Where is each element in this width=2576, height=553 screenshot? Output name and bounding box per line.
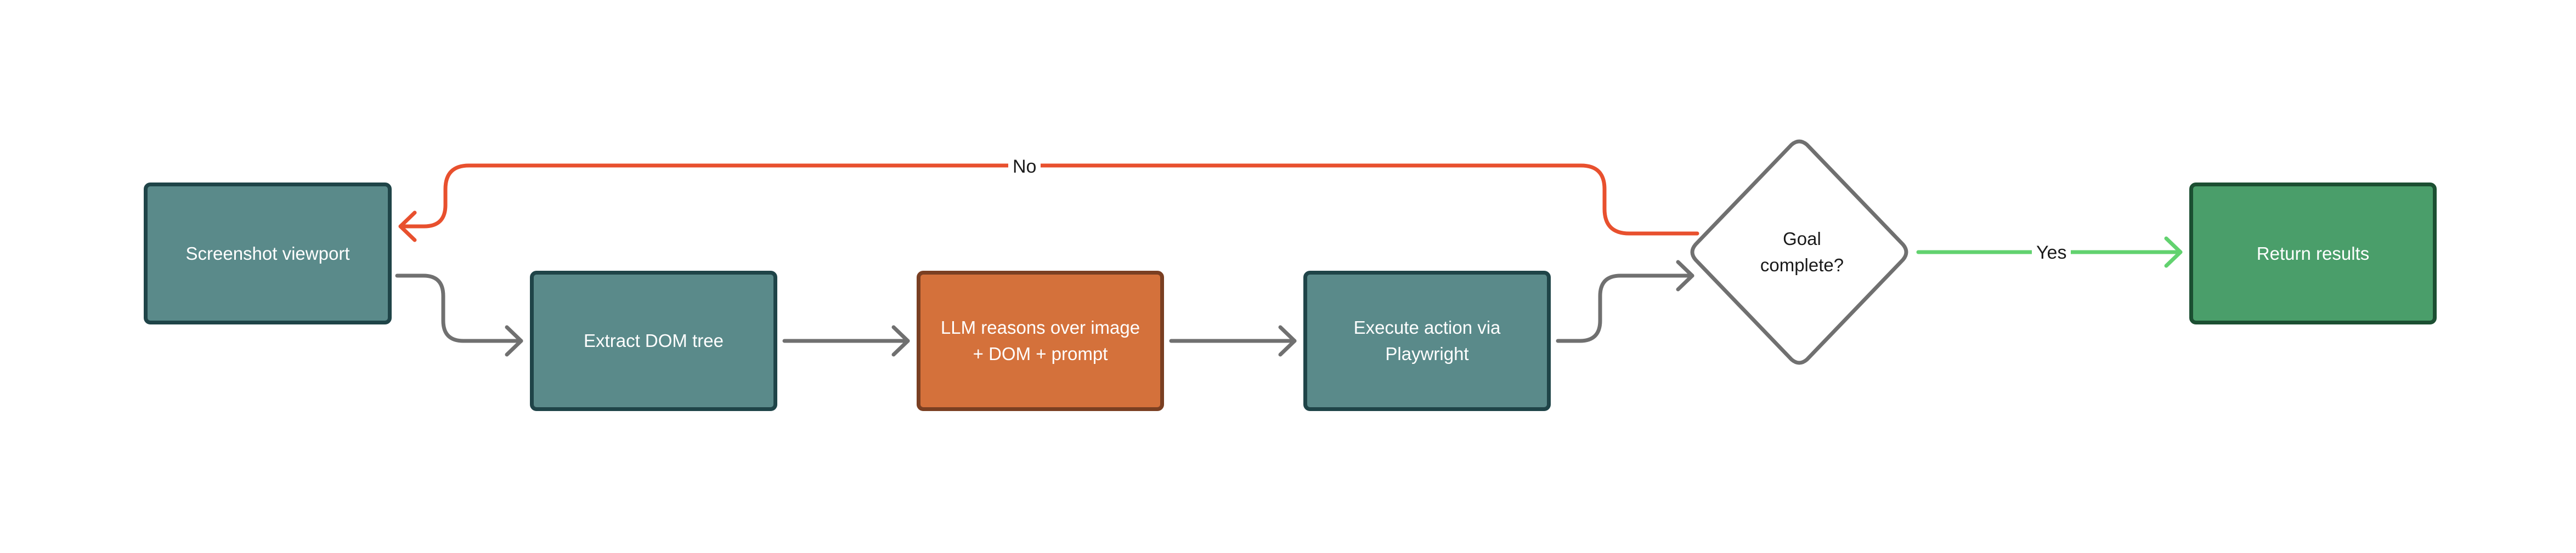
node-execute-label: Execute action via Playwright <box>1353 317 1501 364</box>
arrow-no-loop <box>398 163 1699 236</box>
node-extract-dom-tree: Extract DOM tree <box>530 271 777 411</box>
arrowhead-screenshot <box>398 210 417 242</box>
arrow-screenshot-to-extract <box>395 273 523 343</box>
node-llm-label: LLM reasons over image + DOM + prompt <box>940 317 1140 364</box>
node-return-results: Return results <box>2189 183 2437 324</box>
arrowhead-decision <box>1676 260 1694 292</box>
node-return-label: Return results <box>2256 243 2370 264</box>
arrow-execute-to-decision <box>1556 273 1694 343</box>
edge-label-yes: Yes <box>2032 242 2071 264</box>
node-llm-reasoning: LLM reasons over image + DOM + prompt <box>917 271 1164 411</box>
decision-label: Goal complete? <box>1760 229 1844 275</box>
decision-diamond <box>1690 139 1908 365</box>
node-execute-action: Execute action via Playwright <box>1303 271 1551 411</box>
node-screenshot-label: Screenshot viewport <box>185 243 350 264</box>
arrowhead-return <box>2164 236 2183 268</box>
node-screenshot-viewport: Screenshot viewport <box>144 183 392 324</box>
arrowhead-execute <box>1278 325 1297 357</box>
arrowhead-extract <box>505 325 523 357</box>
node-extract-label: Extract DOM tree <box>584 330 724 351</box>
edge-label-no: No <box>1008 156 1041 178</box>
arrowhead-llm <box>891 325 910 357</box>
